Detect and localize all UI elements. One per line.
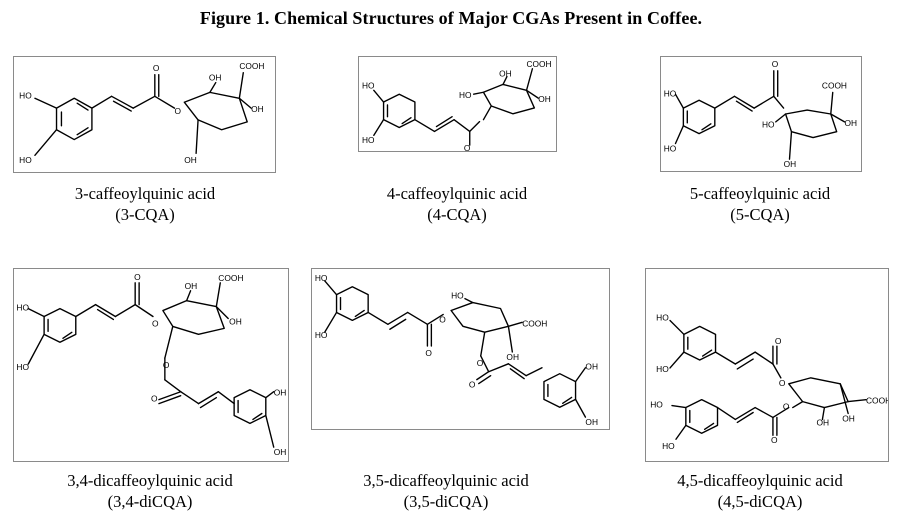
hydroxyl-label: HO [19,155,32,165]
caption-4-cqa: 4-caffeoylquinic acid (4-CQA) [357,183,557,225]
carboxyl-label: COOH [218,273,243,283]
compound-name: 4,5-dicaffeoylquinic acid [677,471,843,490]
hydroxyl-label: HO [664,143,677,153]
hydroxyl-label: OH [816,417,829,427]
structure-3-cqa: HO HO O O OH COOH OH OH [13,56,276,173]
oxygen-label: O [775,336,782,346]
hydroxyl-label: HO [315,330,328,340]
structure-drawing: HO HO O O OH COOH OH OH [19,61,264,165]
oxygen-label: O [771,435,778,445]
hydroxyl-label: OH [185,281,198,291]
caption-3-4-dicqa: 3,4-dicaffeoylquinic acid (3,4-diCQA) [30,470,270,512]
oxygen-label: O [151,394,158,404]
hydroxyl-label: OH [585,362,598,372]
hydroxyl-label: OH [585,417,598,427]
structure-3-5-dicqa: HO HO HO O O COOH OH O O OH OH [311,268,610,430]
oxygen-label: O [772,59,779,69]
compound-name: 3,4-dicaffeoylquinic acid [67,471,233,490]
hydroxyl-label: OH [499,69,511,79]
hydroxyl-label: HO [451,291,464,301]
hydroxyl-label: HO [664,88,677,98]
hydroxyl-label: HO [362,135,375,145]
oxygen-label: O [174,106,181,116]
carboxyl-label: COOH [822,80,847,90]
hydroxyl-label: OH [209,73,222,83]
structure-drawing: HO HO O COOH OH HO OH [664,59,858,169]
compound-name: 3-caffeoylquinic acid [74,184,216,203]
compound-abbreviation: (3,5-diCQA) [403,492,489,511]
hydroxyl-label: HO [16,303,29,313]
structure-drawing: HO HO O O OH COOH OH O O OH OH [16,272,287,457]
compound-name: 4-caffeoylquinic acid [386,184,528,203]
compound-abbreviation: (4-CQA) [427,205,487,224]
oxygen-label: O [779,378,786,388]
hydroxyl-label: OH [274,447,287,457]
hydroxyl-label: HO [762,120,775,130]
hydroxyl-label: HO [650,400,663,410]
hydroxyl-label: HO [315,273,328,283]
structure-5-cqa: HO HO O COOH OH HO OH [660,56,862,172]
oxygen-label: O [134,272,141,282]
caption-3-cqa: 3-caffeoylquinic acid (3-CQA) [45,183,245,225]
hydroxyl-label: OH [274,388,287,398]
hydroxyl-label: OH [506,352,519,362]
oxygen-label: O [469,380,476,390]
compound-abbreviation: (5-CQA) [730,205,790,224]
structure-4-cqa: HO HO HO OH COOH OH O [358,56,557,152]
hydroxyl-label: OH [842,413,855,423]
caption-3-5-dicqa: 3,5-dicaffeoylquinic acid (3,5-diCQA) [326,470,566,512]
hydroxyl-label: HO [656,312,669,322]
oxygen-label: O [783,402,790,412]
structure-drawing: HO HO HO OH COOH OH O [362,59,552,151]
structure-drawing: HO HO O O COOH OH OH O O HO HO [650,312,888,451]
hydroxyl-label: HO [662,441,675,451]
oxygen-label: O [425,348,432,358]
hydroxyl-label: OH [229,316,242,326]
carboxyl-label: COOH [527,59,552,69]
hydroxyl-label: HO [16,362,29,372]
compound-name: 5-caffeoylquinic acid [689,184,831,203]
oxygen-label: O [439,314,446,324]
figure-title: Figure 1. Chemical Structures of Major C… [199,8,703,28]
hydroxyl-label: HO [19,90,32,100]
structure-3-4-dicqa: HO HO O O OH COOH OH O O OH OH [13,268,289,462]
hydroxyl-label: HO [459,90,472,100]
hydroxyl-label: OH [538,94,550,104]
hydroxyl-label: HO [656,364,669,374]
compound-name: 3,5-dicaffeoylquinic acid [363,471,529,490]
compound-abbreviation: (4,5-diCQA) [717,492,803,511]
oxygen-label: O [464,143,471,151]
oxygen-label: O [152,318,159,328]
structure-drawing: HO HO HO O O COOH OH O O OH OH [315,273,598,427]
compound-abbreviation: (3-CQA) [115,205,175,224]
hydroxyl-label: OH [784,159,797,169]
oxygen-label: O [153,63,160,73]
carboxyl-label: COOH [522,318,547,328]
hydroxyl-label: OH [251,104,264,114]
oxygen-label: O [163,360,170,370]
hydroxyl-label: HO [362,80,375,90]
caption-5-cqa: 5-caffeoylquinic acid (5-CQA) [660,183,860,225]
hydroxyl-label: OH [845,118,858,128]
carboxyl-label: COOH [866,396,888,406]
oxygen-label: O [477,358,484,368]
carboxyl-label: COOH [239,61,264,71]
caption-4-5-dicqa: 4,5-dicaffeoylquinic acid (4,5-diCQA) [640,470,880,512]
compound-abbreviation: (3,4-diCQA) [107,492,193,511]
hydroxyl-label: OH [184,155,197,165]
structure-4-5-dicqa: HO HO O O COOH OH OH O O HO HO [645,268,889,462]
